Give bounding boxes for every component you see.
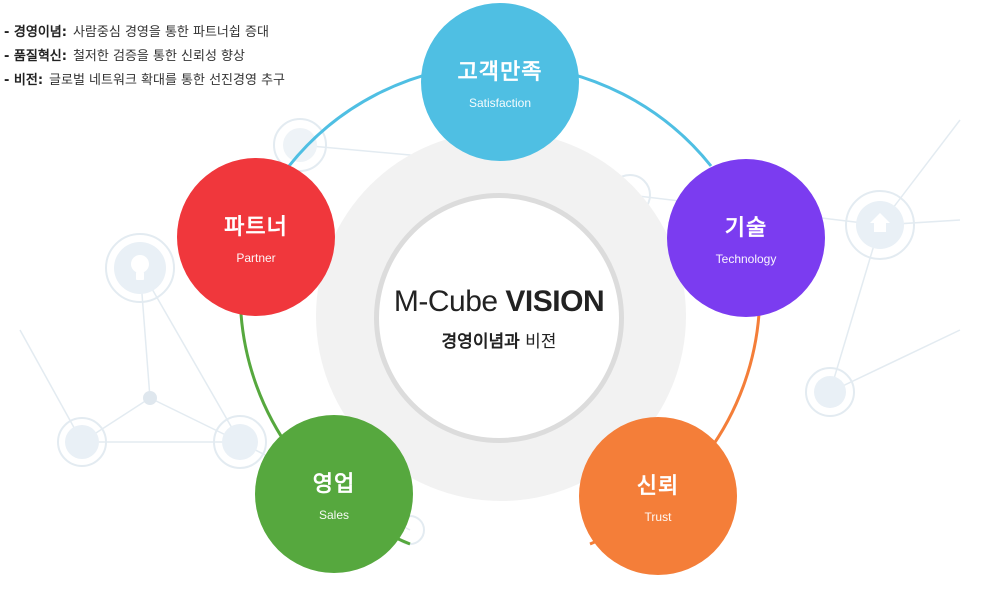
principle-item: - 품질혁신:철저한 검증을 통한 신뢰성 향상 — [4, 49, 245, 64]
node-subtitle: Sales — [318, 508, 350, 522]
management-principles-list: - 경영이념:사람중심 경영을 통한 파트너쉽 증대 - 품질혁신:철저한 검증… — [4, 21, 285, 93]
node-title: 파트너 — [224, 215, 288, 240]
node-title: 기술 — [724, 216, 768, 241]
node-technology: 기술 Technology — [667, 159, 825, 317]
center-title: M-Cube VISION — [393, 284, 605, 318]
node-subtitle: Technology — [715, 252, 777, 266]
node-subtitle: Trust — [644, 510, 672, 524]
node-sales: 영업 Sales — [255, 415, 413, 573]
center-circle: M-Cube VISION 경영이념과 비젼 — [374, 193, 624, 443]
node-title: 신뢰 — [636, 474, 680, 499]
node-satisfaction: 고객만족 Satisfaction — [421, 3, 579, 161]
node-title: 고객만족 — [457, 60, 543, 85]
principle-item: - 경영이념:사람중심 경영을 통한 파트너쉽 증대 — [4, 25, 269, 40]
node-title: 영업 — [312, 472, 356, 497]
principle-item: - 비전:글로벌 네트워크 확대를 통한 선진경영 추구 — [4, 73, 285, 88]
center-subtitle: 경영이념과 비젼 — [441, 331, 557, 352]
node-subtitle: Satisfaction — [468, 96, 532, 110]
node-partner: 파트너 Partner — [177, 158, 335, 316]
node-trust: 신뢰 Trust — [579, 417, 737, 575]
node-subtitle: Partner — [236, 251, 276, 265]
